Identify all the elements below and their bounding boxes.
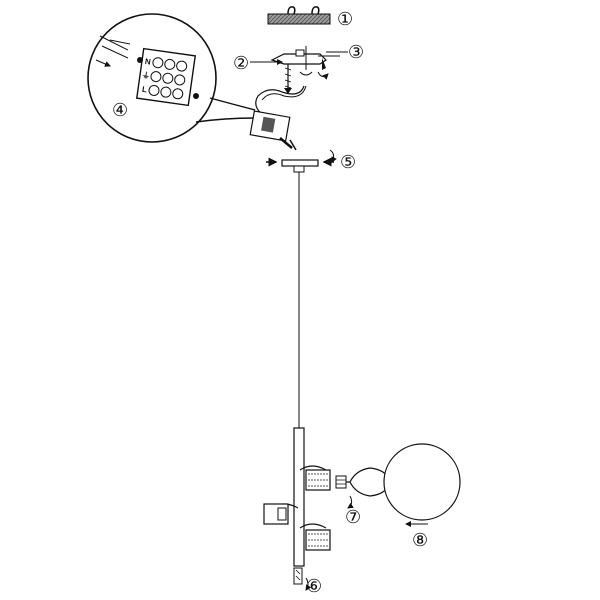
supply-wire-2 xyxy=(261,85,307,101)
supply-wire xyxy=(255,85,305,115)
step-7-label: ⑦ xyxy=(345,507,361,528)
light-bulb xyxy=(335,467,389,509)
step-1-label: ① xyxy=(337,9,353,30)
screw-right xyxy=(317,58,329,80)
step-5-label: ⑤ xyxy=(340,152,356,173)
screw-left xyxy=(284,64,292,94)
glass-globe xyxy=(383,443,461,527)
terminal-box xyxy=(249,110,293,149)
ceiling-block xyxy=(267,6,331,25)
canopy xyxy=(266,139,337,173)
step-3-label: ③ xyxy=(348,42,364,63)
step-2-label: ② xyxy=(233,53,249,74)
end-cap xyxy=(293,567,312,591)
mounting-bracket xyxy=(266,46,340,76)
step-6-label: ⑥ xyxy=(306,576,322,597)
terminal-live-label: L xyxy=(141,85,147,95)
terminal-callout: N ⏚ L xyxy=(87,13,256,143)
terminal-earth-label: ⏚ xyxy=(141,71,150,81)
fixture-body xyxy=(263,427,331,567)
step-8-label: ⑧ xyxy=(412,530,428,551)
terminal-neutral-label: N xyxy=(144,57,151,67)
step-4-label: ④ xyxy=(112,100,128,121)
